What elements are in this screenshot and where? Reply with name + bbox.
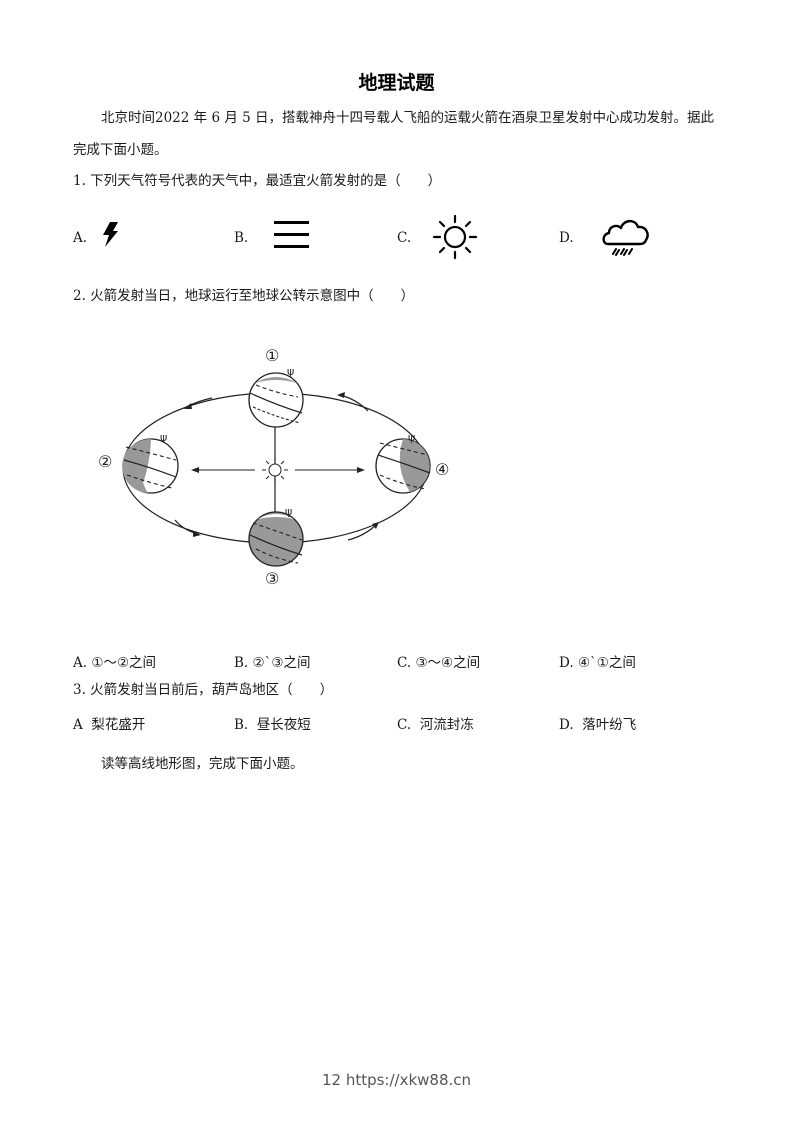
q3-option-a-label: A — [73, 717, 83, 733]
question-2-text: 2. 火箭发射当日，地球运行至地球公转示意图中（ ） — [73, 288, 415, 304]
q2-option-b: B. ②`③之间 — [234, 651, 310, 671]
page-title: 地理试题 — [358, 72, 435, 94]
svg-text:ψ: ψ — [408, 431, 415, 444]
q3-option-c: C. 河流封冻 — [397, 713, 474, 733]
intro-paragraph-line2: 完成下面小题。 — [73, 142, 168, 158]
q1-option-a-label: A. — [73, 230, 88, 246]
intro-paragraph-line1: 北京时间2022 年 6 月 5 日，搭载神舟十四号载人飞船的运载火箭在酒泉卫星… — [101, 110, 714, 126]
q2-option-d: D. ④`①之间 — [559, 651, 636, 671]
q3-option-b-label: B. — [234, 717, 249, 733]
q1-option-b-label: B. — [234, 230, 249, 246]
globe-3: ψ — [248, 505, 304, 567]
label-2: ② — [98, 452, 112, 471]
q3-option-b-text: 昼长夜短 — [256, 717, 311, 733]
sun-icon — [432, 214, 478, 260]
q3-option-a: A 梨花盛开 — [73, 713, 145, 733]
sun-icon — [262, 457, 288, 483]
globe-2: ψ — [122, 431, 179, 494]
q2-option-a-label: A. — [73, 655, 88, 671]
globe-1: ψ — [248, 365, 304, 428]
q3-option-c-text: 河流封冻 — [419, 717, 474, 733]
q2-option-a: A. ①～②之间 — [73, 651, 156, 671]
svg-text:ψ: ψ — [287, 365, 294, 378]
lightning-icon — [103, 222, 118, 247]
q2-option-c-text: ③～④之间 — [415, 655, 481, 671]
q3-option-d-label: D. — [559, 717, 574, 733]
svg-text:ψ: ψ — [285, 505, 292, 518]
q2-option-b-text: ②`③之间 — [252, 655, 311, 671]
q3-option-c-label: C. — [397, 717, 412, 733]
label-3: ③ — [265, 569, 279, 588]
label-4: ④ — [435, 460, 449, 479]
question-1-text: 1. 下列天气符号代表的天气中，最适宜火箭发射的是（ ） — [73, 173, 442, 189]
q2-option-b-label: B. — [234, 655, 249, 671]
q3-option-b: B. 昼长夜短 — [234, 713, 311, 733]
q3-option-a-text: 梨花盛开 — [91, 717, 146, 733]
q3-option-d-text: 落叶纷飞 — [582, 717, 637, 733]
q2-option-c: C. ③～④之间 — [397, 651, 480, 671]
q3-option-d: D. 落叶纷飞 — [559, 713, 636, 733]
q2-option-d-text: ④`①之间 — [577, 655, 636, 671]
globe-4: ψ — [375, 431, 431, 494]
q1-option-c-label: C. — [397, 230, 412, 246]
svg-text:ψ: ψ — [160, 431, 167, 444]
q2-option-d-label: D. — [559, 655, 574, 671]
rain-cloud-icon — [602, 219, 649, 256]
question-3-text: 3. 火箭发射当日前后，葫芦岛地区（ ） — [73, 682, 334, 698]
fog-icon — [274, 221, 309, 248]
q1-option-d-label: D. — [559, 230, 574, 246]
next-section-intro: 读等高线地形图，完成下面小题。 — [101, 756, 304, 772]
page-footer: 12 https://xkw88.cn — [321, 1071, 472, 1089]
earth-orbit-diagram: ψ ① ψ ② ψ ③ ψ ④ — [98, 346, 449, 588]
q2-option-c-label: C. — [397, 655, 412, 671]
q2-option-a-text: ①～②之间 — [91, 655, 157, 671]
label-1: ① — [265, 346, 279, 365]
